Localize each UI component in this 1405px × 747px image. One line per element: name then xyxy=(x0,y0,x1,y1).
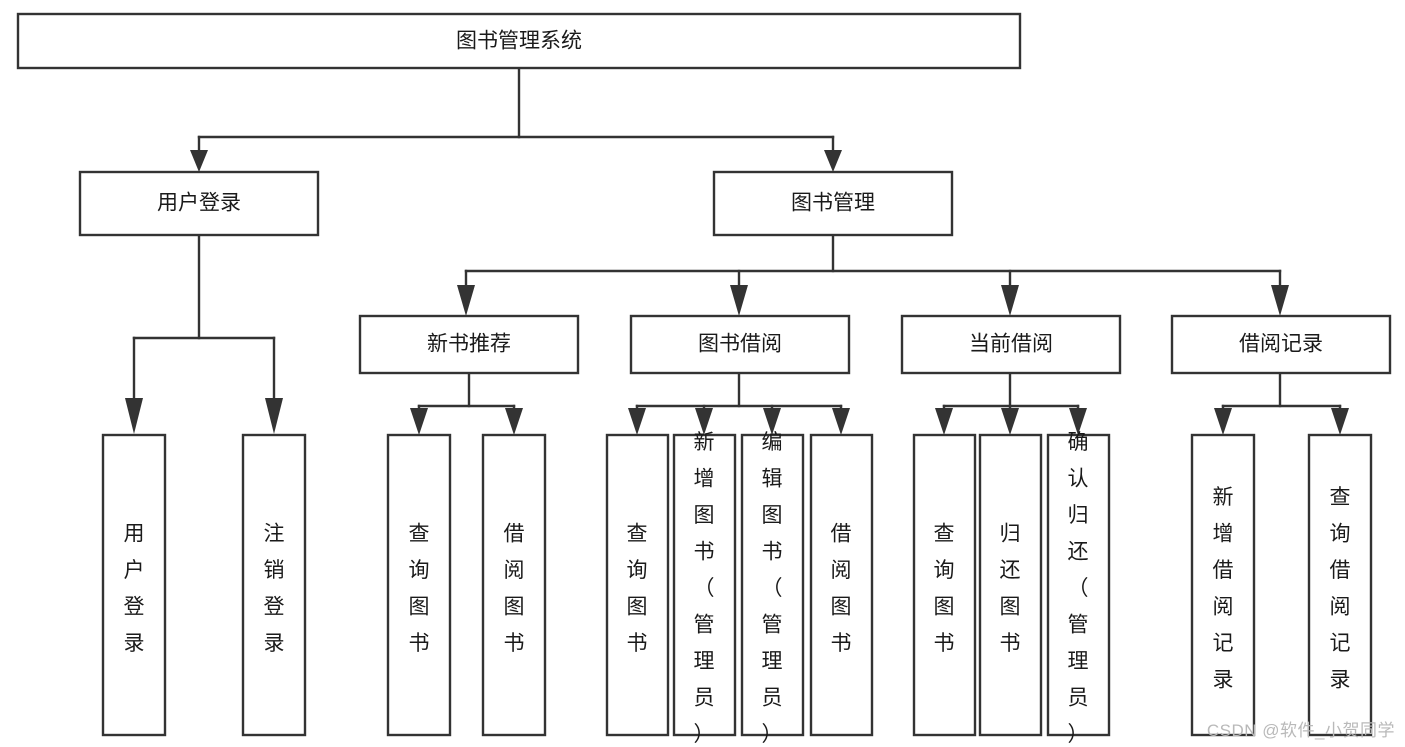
node-leaf-current-confirm-box[interactable] xyxy=(1046,433,1111,737)
node-leaf-user-login-box[interactable] xyxy=(101,433,167,737)
node-leaf-current-query-label: 查询图书 xyxy=(934,523,955,656)
arrowhead-leaf-borrow-query xyxy=(628,408,646,435)
node-leaf-user-logout-label: 注销登录 xyxy=(264,523,285,656)
connector-group-bookmgmt xyxy=(457,233,1289,316)
node-leaf-borrow-edit[interactable]: 编辑图书（管理员） xyxy=(740,431,805,746)
arrowhead-to-login xyxy=(190,150,208,172)
node-newbook-label: 新书推荐 xyxy=(427,333,511,356)
node-bookmgmt-label: 图书管理 xyxy=(791,192,875,215)
node-leaf-newbook-borrow-box[interactable] xyxy=(481,433,547,737)
node-login-box[interactable] xyxy=(78,170,320,237)
node-leaf-borrow-borrow-box[interactable] xyxy=(809,433,874,737)
connector-group-current xyxy=(935,371,1087,435)
arrowhead-leaf-current-confirm xyxy=(1069,408,1087,435)
connector-group-root xyxy=(190,66,842,172)
node-leaf-current-confirm[interactable]: 确认归还（管理员） xyxy=(1046,431,1111,746)
node-borrow-label: 图书借阅 xyxy=(698,333,782,356)
node-leaf-borrow-query-box[interactable] xyxy=(605,433,670,737)
node-leaf-user-login[interactable]: 用户登录 xyxy=(101,433,167,737)
connector-group-borrow xyxy=(628,371,850,435)
node-leaf-records-add[interactable]: 新增借阅记录 xyxy=(1190,433,1256,737)
node-leaf-current-return-box[interactable] xyxy=(978,433,1043,737)
node-leaf-current-query-box[interactable] xyxy=(912,433,977,737)
node-leaf-records-query-label: 查询借阅记录 xyxy=(1330,486,1351,692)
connector-group-newbook xyxy=(410,371,523,435)
node-leaf-newbook-borrow[interactable]: 借阅图书 xyxy=(481,433,547,737)
node-leaf-newbook-borrow-label: 借阅图书 xyxy=(504,523,525,656)
node-records[interactable]: 借阅记录 xyxy=(1170,314,1392,375)
node-leaf-newbook-query-box[interactable] xyxy=(386,433,452,737)
arrowhead-leaf-user-login xyxy=(125,398,143,434)
node-bookmgmt-box[interactable] xyxy=(712,170,954,237)
node-records-box[interactable] xyxy=(1170,314,1392,375)
node-leaf-borrow-borrow[interactable]: 借阅图书 xyxy=(809,433,874,737)
node-leaf-user-logout-box[interactable] xyxy=(241,433,307,737)
node-root[interactable]: 图书管理系统 xyxy=(16,12,1022,70)
node-leaf-borrow-add[interactable]: 新增图书（管理员） xyxy=(672,431,737,746)
arrowhead-leaf-borrow-add xyxy=(695,408,713,435)
node-leaf-records-query[interactable]: 查询借阅记录 xyxy=(1307,433,1373,737)
node-leaf-newbook-query[interactable]: 查询图书 xyxy=(386,433,452,737)
node-current-label: 当前借阅 xyxy=(969,333,1053,356)
arrowhead-leaf-borrow-edit xyxy=(763,408,781,435)
csdn-watermark: CSDN @软件_小贺同学 xyxy=(1206,721,1395,740)
arrowhead-to-current xyxy=(1001,285,1019,316)
node-records-label: 借阅记录 xyxy=(1239,333,1323,356)
arrowhead-leaf-user-logout xyxy=(265,398,283,434)
node-leaf-borrow-query[interactable]: 查询图书 xyxy=(605,433,670,737)
node-leaf-current-return[interactable]: 归还图书 xyxy=(978,433,1043,737)
node-leaf-records-query-box[interactable] xyxy=(1307,433,1373,737)
arrowhead-leaf-records-query xyxy=(1331,408,1349,435)
arrowhead-leaf-current-return xyxy=(1001,408,1019,435)
node-leaf-user-login-label: 用户登录 xyxy=(124,523,145,656)
node-login-label: 用户登录 xyxy=(157,192,241,215)
node-newbook-box[interactable] xyxy=(358,314,580,375)
node-bookmgmt[interactable]: 图书管理 xyxy=(712,170,954,237)
node-leaf-current-return-label: 归还图书 xyxy=(1000,523,1021,656)
arrowhead-to-records xyxy=(1271,285,1289,316)
arrowhead-to-bookmgmt xyxy=(824,150,842,172)
node-leaf-newbook-query-label: 查询图书 xyxy=(409,523,430,656)
node-current[interactable]: 当前借阅 xyxy=(900,314,1122,375)
node-root-box[interactable] xyxy=(16,12,1022,70)
node-newbook[interactable]: 新书推荐 xyxy=(358,314,580,375)
node-login[interactable]: 用户登录 xyxy=(78,170,320,237)
node-leaf-borrow-query-label: 查询图书 xyxy=(627,523,648,656)
node-current-box[interactable] xyxy=(900,314,1122,375)
arrowhead-leaf-newbook-query xyxy=(410,408,428,435)
arrowhead-leaf-records-add xyxy=(1214,408,1232,435)
arrowhead-leaf-current-query xyxy=(935,408,953,435)
connector-group-login xyxy=(125,233,283,434)
node-leaf-borrow-edit-label: 编辑图书（管理员） xyxy=(762,431,783,746)
node-leaf-current-query[interactable]: 查询图书 xyxy=(912,433,977,737)
node-leaf-borrow-add-label: 新增图书（管理员） xyxy=(694,431,715,746)
node-leaf-borrow-borrow-label: 借阅图书 xyxy=(831,523,852,656)
node-borrow-box[interactable] xyxy=(629,314,851,375)
node-leaf-current-confirm-label: 确认归还（管理员） xyxy=(1068,431,1089,746)
node-root-label: 图书管理系统 xyxy=(456,30,582,53)
node-leaf-records-add-label: 新增借阅记录 xyxy=(1213,486,1234,692)
node-borrow[interactable]: 图书借阅 xyxy=(629,314,851,375)
node-leaf-user-logout[interactable]: 注销登录 xyxy=(241,433,307,737)
arrowhead-to-newbook xyxy=(457,285,475,316)
arrowhead-to-borrow xyxy=(730,285,748,316)
arrowhead-leaf-borrow-borrow xyxy=(832,408,850,435)
node-leaf-borrow-edit-box[interactable] xyxy=(740,433,805,737)
connector-group-records xyxy=(1214,371,1349,435)
arrowhead-leaf-newbook-borrow xyxy=(505,408,523,435)
node-leaf-records-add-box[interactable] xyxy=(1190,433,1256,737)
node-leaf-borrow-add-box[interactable] xyxy=(672,433,737,737)
